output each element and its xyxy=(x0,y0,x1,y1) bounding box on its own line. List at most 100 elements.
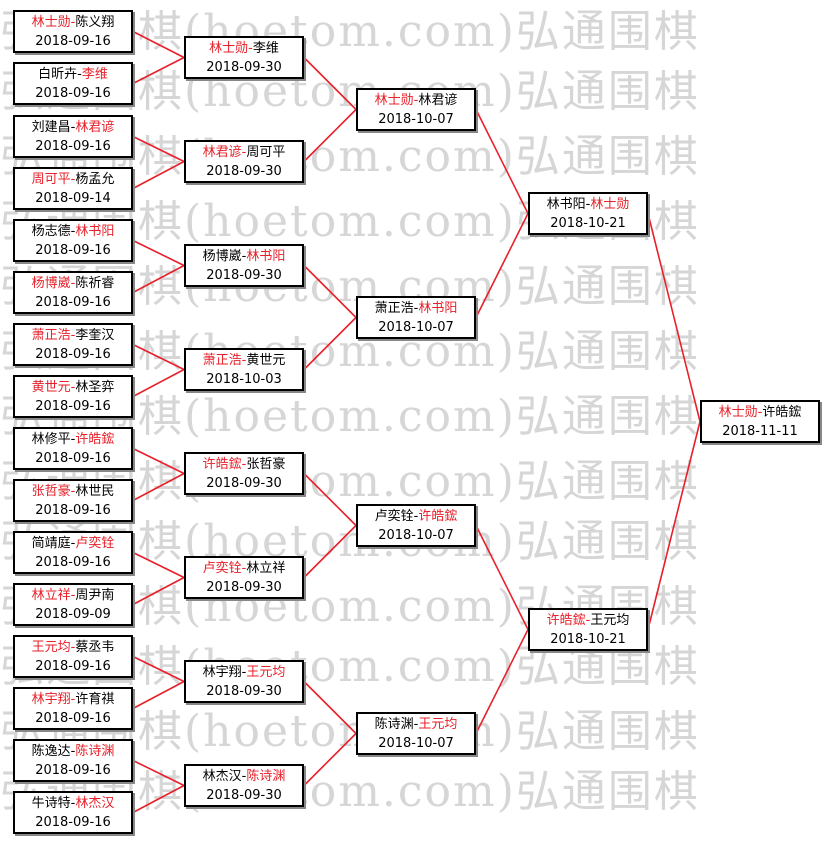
match-players: 林士勋-陈义翔 xyxy=(15,13,131,32)
match-players: 黄世元-林圣弈 xyxy=(15,378,131,397)
match-players: 陈逸达-陈诗渊 xyxy=(15,742,131,761)
vs-dash: - xyxy=(757,405,763,420)
player-name: 林宇翔 xyxy=(31,692,71,707)
player-name: 卢奕铨 xyxy=(374,509,414,524)
player-name: 林书阳 xyxy=(546,197,586,212)
vs-dash: - xyxy=(70,380,76,395)
vs-dash: - xyxy=(241,457,247,472)
player-name: 陈诗渊 xyxy=(75,744,115,759)
player-name: 杨志德 xyxy=(31,224,71,239)
vs-dash: - xyxy=(413,717,419,732)
player-name: 林杰汉 xyxy=(75,796,115,811)
vs-dash: - xyxy=(70,588,76,603)
player-name: 萧正浩 xyxy=(202,353,242,368)
player-name: 简靖庭 xyxy=(31,536,71,551)
player-name: 林士勋 xyxy=(590,197,630,212)
match-players: 陈诗渊-王元均 xyxy=(358,715,474,734)
player-name: 林士勋 xyxy=(718,405,758,420)
match-players: 林修平-许皓鋐 xyxy=(15,430,131,449)
match-date: 2018-09-14 xyxy=(35,191,111,206)
player-name: 林书阳 xyxy=(246,249,286,264)
match-players: 杨志德-林书阳 xyxy=(15,222,131,241)
match-players: 萧正浩-林书阳 xyxy=(358,299,474,318)
connector-line xyxy=(132,264,185,294)
match-date: 2018-09-30 xyxy=(206,268,282,283)
connector-line xyxy=(303,680,357,735)
player-name: 林君谚 xyxy=(75,120,115,135)
player-name: 周尹南 xyxy=(75,588,115,603)
connector-line xyxy=(132,784,185,814)
connector-line xyxy=(132,368,185,398)
connector-line xyxy=(132,576,185,606)
player-name: 王元均 xyxy=(418,717,458,732)
player-name: 林杰汉 xyxy=(202,769,242,784)
player-name: 李维 xyxy=(252,41,279,56)
match-date: 2018-10-07 xyxy=(378,736,454,751)
connector-line xyxy=(132,239,185,267)
player-name: 林君谚 xyxy=(418,93,458,108)
match-date: 2018-09-30 xyxy=(206,60,282,75)
player-name: 陈逸达 xyxy=(31,744,71,759)
player-name: 林士勋 xyxy=(374,93,414,108)
match-date: 2018-09-16 xyxy=(35,503,111,518)
vs-dash: - xyxy=(70,536,76,551)
match-date: 2018-09-09 xyxy=(35,607,111,622)
match-date: 2018-09-16 xyxy=(35,711,111,726)
player-name: 许育祺 xyxy=(75,692,115,707)
match-date: 2018-10-07 xyxy=(378,112,454,127)
player-name: 林立祥 xyxy=(31,588,71,603)
connector-line xyxy=(303,264,357,319)
match-players: 许皓鋐-张哲豪 xyxy=(186,455,302,474)
player-name: 王元均 xyxy=(31,640,71,655)
player-name: 林修平 xyxy=(31,432,71,447)
connector-line xyxy=(132,472,185,502)
vs-dash: - xyxy=(413,509,419,524)
player-name: 许皓鋐 xyxy=(202,457,242,472)
player-name: 张哲豪 xyxy=(31,484,71,499)
match-date: 2018-09-30 xyxy=(206,684,282,699)
match-players: 白昕卉-李维 xyxy=(15,65,131,84)
connector-line xyxy=(132,759,185,787)
match-box-r1: 林立祥-周尹南 2018-09-09 xyxy=(13,583,133,626)
player-name: 许皓鋐 xyxy=(75,432,115,447)
vs-dash: - xyxy=(248,41,253,56)
connector-line xyxy=(303,732,357,787)
connector-line xyxy=(132,680,185,710)
vs-dash: - xyxy=(70,432,76,447)
match-players: 杨博崴-陈祈睿 xyxy=(15,274,131,293)
connector-line xyxy=(303,108,357,163)
connector-line xyxy=(647,421,701,630)
match-date: 2018-09-16 xyxy=(35,34,111,49)
player-name: 林宇翔 xyxy=(202,665,242,680)
vs-dash: - xyxy=(70,172,76,187)
player-name: 黄世元 xyxy=(31,380,71,395)
match-date: 2018-11-11 xyxy=(722,424,798,439)
connector-line xyxy=(475,525,529,630)
player-name: 卢奕铨 xyxy=(202,561,242,576)
connector-line xyxy=(132,160,185,190)
match-date: 2018-09-30 xyxy=(206,580,282,595)
match-players: 萧正浩-李奎汉 xyxy=(15,326,131,345)
player-name: 杨博崴 xyxy=(31,276,71,291)
player-name: 白昕卉 xyxy=(38,67,78,82)
match-players: 卢奕铨-许皓鋐 xyxy=(358,507,474,526)
match-date: 2018-09-16 xyxy=(35,399,111,414)
player-name: 林君谚 xyxy=(202,145,242,160)
